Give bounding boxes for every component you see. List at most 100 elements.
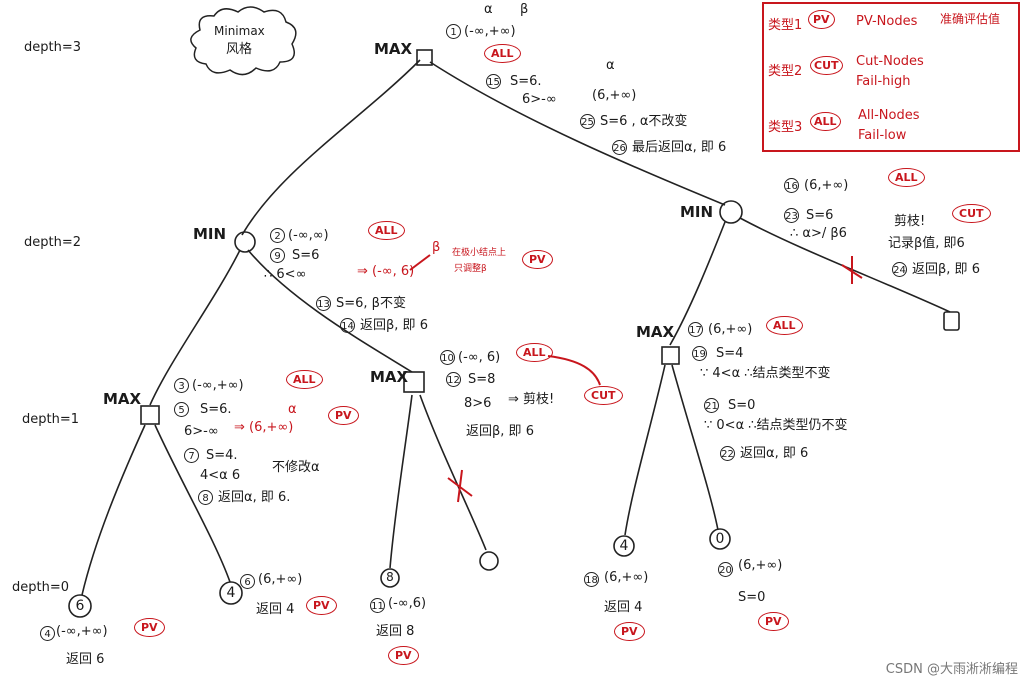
leaf-8-node bbox=[380, 568, 400, 588]
minright-s23: S=6 bbox=[806, 208, 834, 223]
legend-cut-tag: CUT bbox=[810, 56, 843, 75]
legend-pv-note: 准确评估值 bbox=[940, 12, 1001, 26]
minleft-s13: S=6, β不变 bbox=[336, 296, 406, 311]
maxlr-window: (-∞, 6) bbox=[458, 350, 501, 365]
maxlr-cmp: 8>6 bbox=[464, 396, 492, 411]
legend-type1: 类型1 bbox=[768, 18, 803, 33]
depth-0-label: depth=0 bbox=[12, 580, 70, 595]
leaf6-pv-tag: PV bbox=[134, 618, 165, 637]
leaf6-window: (-∞,+∞) bbox=[56, 624, 108, 639]
leaf-4-node bbox=[219, 581, 243, 605]
step-19: 19 bbox=[692, 346, 707, 361]
legend-pv-desc: PV-Nodes bbox=[856, 14, 918, 29]
edge-minright-leaf bbox=[739, 217, 951, 313]
maxlr-ret: 返回β, 即 6 bbox=[466, 424, 534, 439]
step-10: 10 bbox=[440, 350, 455, 365]
step-24: 24 bbox=[892, 262, 907, 277]
edge-maxll-leaf4 bbox=[154, 424, 231, 583]
maxlr-prune: ⇒ 剪枝! bbox=[508, 392, 555, 407]
step-2: 2 bbox=[270, 228, 285, 243]
root-beta: β bbox=[520, 2, 529, 17]
step-4: 4 bbox=[40, 626, 55, 641]
root-cmp: 6>-∞ bbox=[522, 92, 557, 107]
leaf-6-value: 6 bbox=[75, 598, 85, 614]
step-13: 13 bbox=[316, 296, 331, 311]
leaf4-pv-tag: PV bbox=[306, 596, 337, 615]
minright-record: 记录β值, 即6 bbox=[888, 236, 965, 251]
root-alpha-mark: α bbox=[606, 58, 615, 73]
maxll-alpha: α bbox=[288, 402, 297, 417]
prune-mark-1 bbox=[447, 469, 473, 503]
maxrl-cmp19: ∵ 4<α ∴结点类型不变 bbox=[700, 366, 831, 381]
step-5: 5 bbox=[174, 402, 189, 417]
prune-mark-2 bbox=[841, 256, 863, 284]
leaf-4b-value: 4 bbox=[619, 538, 629, 554]
leaf-x-node bbox=[479, 551, 499, 571]
maxrl-s19: S=4 bbox=[716, 346, 744, 361]
step-20: 20 bbox=[718, 562, 733, 577]
leaf4b-pv-tag: PV bbox=[614, 622, 645, 641]
step-12: 12 bbox=[446, 372, 461, 387]
max-rl-label: MAX bbox=[636, 323, 675, 341]
maxrl-all-tag: ALL bbox=[766, 316, 803, 335]
maxrl-cmp21: ∵ 0<α ∴结点类型仍不变 bbox=[704, 418, 848, 433]
legend-type2: 类型2 bbox=[768, 64, 803, 79]
step-3: 3 bbox=[174, 378, 189, 393]
maxll-all-tag: ALL bbox=[286, 370, 323, 389]
minleft-note2: 只调整β bbox=[454, 264, 487, 274]
leaf-6-node bbox=[68, 594, 92, 618]
maxll-nomod: 不修改α bbox=[272, 460, 320, 475]
root-max-label: MAX bbox=[374, 40, 413, 58]
min-left-node bbox=[234, 231, 256, 253]
maxlr-cut-tag: CUT bbox=[584, 386, 623, 405]
minleft-pv-tag: PV bbox=[522, 250, 553, 269]
step-26: 26 bbox=[612, 140, 627, 155]
max-lr-node bbox=[403, 371, 425, 393]
legend-box: 类型1 PV PV-Nodes 准确评估值 类型2 CUT Cut-Nodes … bbox=[762, 2, 1020, 152]
watermark: CSDN @大雨淅淅编程 bbox=[885, 662, 1018, 677]
maxll-cmp: 6>-∞ bbox=[184, 424, 219, 439]
minright-cmp: ∴ α>/ β6 bbox=[790, 226, 847, 241]
step-21: 21 bbox=[704, 398, 719, 413]
step-7: 7 bbox=[184, 448, 199, 463]
leaf-4-value: 4 bbox=[226, 585, 236, 601]
legend-cut-desc1: Cut-Nodes bbox=[856, 54, 924, 69]
minleft-new-window: ⇒ (-∞, 6) bbox=[357, 264, 415, 279]
step-23: 23 bbox=[784, 208, 799, 223]
legend-all-desc1: All-Nodes bbox=[858, 108, 920, 123]
step-11: 11 bbox=[370, 598, 385, 613]
step-22: 22 bbox=[720, 446, 735, 461]
leaf4b-ret: 返回 4 bbox=[604, 600, 643, 615]
maxll-window: (-∞,+∞) bbox=[192, 378, 244, 393]
root-s25: S=6 , α不改变 bbox=[600, 114, 688, 129]
maxll-s8: 返回α, 即 6. bbox=[218, 490, 291, 505]
legend-pv-tag: PV bbox=[808, 10, 835, 29]
min-right-label: MIN bbox=[680, 203, 714, 221]
step-18: 18 bbox=[584, 572, 599, 587]
root-s26: 最后返回α, 即 6 bbox=[632, 140, 727, 155]
step-25: 25 bbox=[580, 114, 595, 129]
leaf0-window: (6,+∞) bbox=[738, 558, 783, 573]
root-alpha: α bbox=[484, 2, 493, 17]
minleft-s14: 返回β, 即 6 bbox=[360, 318, 428, 333]
cloud-shape bbox=[190, 6, 297, 76]
max-ll-label: MAX bbox=[103, 390, 142, 408]
step-1: 1 bbox=[446, 24, 461, 39]
maxll-new-window: ⇒ (6,+∞) bbox=[234, 420, 294, 435]
maxlr-all-tag: ALL bbox=[516, 343, 553, 362]
minright-prune: 剪枝! bbox=[894, 214, 926, 229]
root-s15: S=6. bbox=[510, 74, 542, 89]
leaf4-ret: 返回 4 bbox=[256, 602, 295, 617]
edge-root-minright bbox=[429, 61, 726, 206]
step-14: 14 bbox=[340, 318, 355, 333]
legend-cut-desc2: Fail-high bbox=[856, 74, 911, 89]
legend-all-desc2: Fail-low bbox=[858, 128, 907, 143]
leaf8-pv-tag: PV bbox=[388, 646, 419, 665]
minleft-window: (-∞,∞) bbox=[288, 228, 329, 243]
maxrl-s21: S=0 bbox=[728, 398, 756, 413]
leaf0-pv-tag: PV bbox=[758, 612, 789, 631]
step-16: 16 bbox=[784, 178, 799, 193]
root-window: (-∞,+∞) bbox=[464, 24, 516, 39]
edge-maxll-leaf6 bbox=[81, 424, 146, 596]
